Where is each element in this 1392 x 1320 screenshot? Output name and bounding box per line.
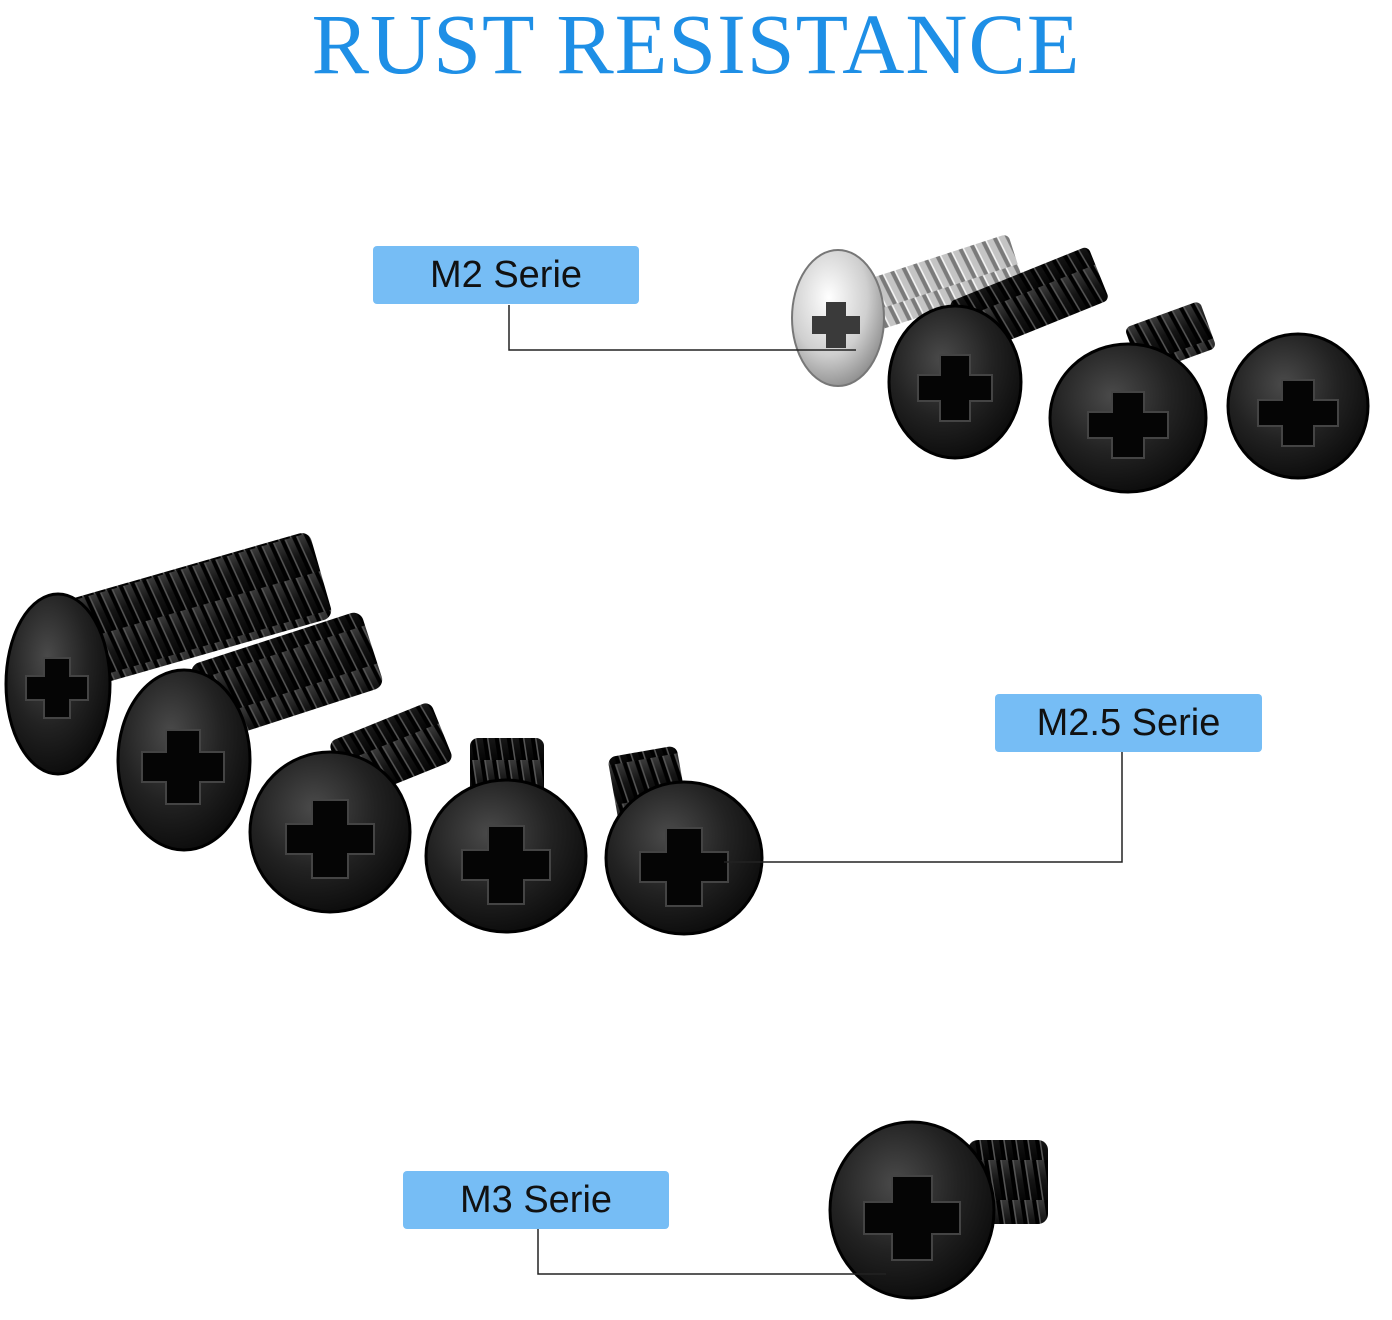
m25-black-screw-2 <box>116 612 383 852</box>
m2-black-screw-2 <box>1048 302 1215 494</box>
m25-black-screw-1 <box>4 533 332 776</box>
m25-leader-line <box>724 752 1123 863</box>
m25-serie-label: M2.5 Serie <box>995 694 1262 752</box>
m25-black-screw-4 <box>424 738 588 934</box>
m2-black-screw-1 <box>887 247 1108 460</box>
m3-black-screw <box>828 1120 1048 1300</box>
m25-black-screw-5 <box>604 746 764 936</box>
page-title: RUST RESISTANCE <box>311 0 1081 92</box>
m2-silver-screw <box>791 235 1023 387</box>
m3-serie-label: M3 Serie <box>403 1171 669 1229</box>
m25-black-screw-3 <box>248 703 452 914</box>
m3-leader-line <box>537 1229 886 1275</box>
m2-black-screw-3 <box>1226 332 1370 480</box>
m2-leader-line <box>508 305 856 351</box>
m2-serie-label: M2 Serie <box>373 246 639 304</box>
